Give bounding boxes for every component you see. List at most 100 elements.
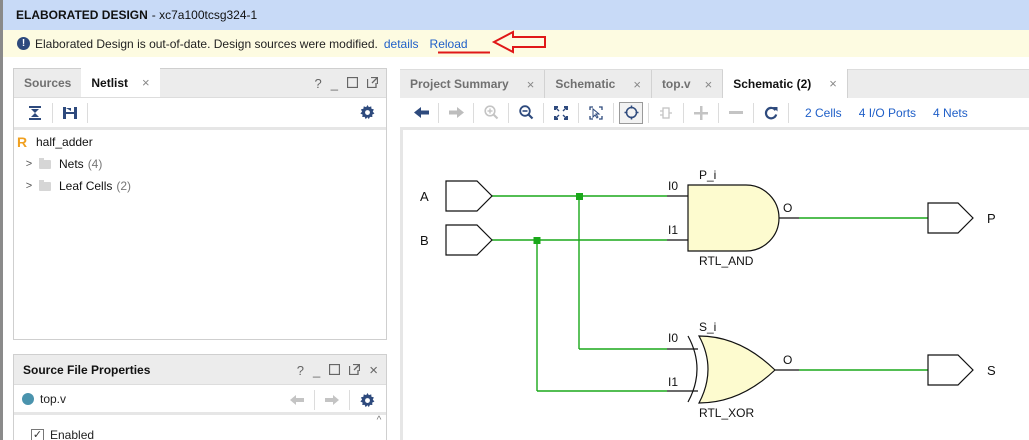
forward-button[interactable] <box>317 388 347 412</box>
io-ports-count-link[interactable]: 4 I/O Ports <box>858 105 917 120</box>
tree-item-count: (4) <box>87 157 103 171</box>
help-icon[interactable]: ? <box>314 75 322 91</box>
enabled-label: Enabled <box>50 428 95 440</box>
tree-root[interactable]: R half_adder <box>17 131 386 153</box>
netlist-panel-header: Sources Netlist × ? _ <box>14 68 386 98</box>
cells-count-link[interactable]: 2 Cells <box>805 105 842 120</box>
tree-item-leaf-cells[interactable]: > Leaf Cells (2) <box>17 175 386 197</box>
nets-count-link[interactable]: 4 Nets <box>933 105 968 120</box>
toolbar-separator <box>683 102 684 123</box>
xor-gate-s-i[interactable]: S_i I0 I1 O RTL_XOR <box>668 320 792 420</box>
input-port-b[interactable]: B <box>420 224 493 256</box>
scrollbar[interactable]: ^ <box>374 415 384 440</box>
tree-root-label: half_adder <box>36 135 93 149</box>
output-port-s[interactable]: S <box>927 354 996 386</box>
schematic-canvas[interactable]: A B P S P_i I0 I1 O RTL_AND <box>400 130 1029 440</box>
pin-label: I1 <box>668 223 678 237</box>
zoom-area-button[interactable] <box>581 101 611 125</box>
tab-schematic-2[interactable]: Schematic (2) × <box>723 69 848 98</box>
zoom-out-icon <box>518 105 533 120</box>
design-title: ELABORATED DESIGN <box>16 8 148 22</box>
tab-top-v[interactable]: top.v × <box>652 70 724 98</box>
tab-label: top.v <box>661 77 691 91</box>
tab-netlist-label: Netlist <box>91 75 129 90</box>
tab-netlist[interactable]: Netlist × <box>81 68 160 97</box>
minimize-icon[interactable]: _ <box>313 362 321 378</box>
port-label: B <box>420 233 429 248</box>
out-of-date-banner: ! Elaborated Design is out-of-date. Desi… <box>3 30 1029 57</box>
gate-type-label: RTL_AND <box>699 254 754 268</box>
close-icon[interactable]: × <box>704 76 713 92</box>
tree-item-count: (2) <box>116 179 132 193</box>
help-icon[interactable]: ? <box>296 362 304 378</box>
toolbar-separator <box>543 102 544 123</box>
netlist-toolbar <box>14 98 386 130</box>
enabled-checkbox[interactable]: ✓ <box>31 428 44 440</box>
and-gate-p-i[interactable]: P_i I0 I1 O RTL_AND <box>668 168 792 268</box>
toolbar-separator <box>349 390 350 410</box>
expand-all-button[interactable] <box>55 101 85 125</box>
port-label: A <box>420 189 429 204</box>
settings-button[interactable] <box>352 388 382 412</box>
auto-fit-toggle[interactable] <box>619 101 643 124</box>
remove-button[interactable] <box>721 101 751 125</box>
tree-item-nets[interactable]: > Nets (4) <box>17 153 386 175</box>
design-title-bar: ELABORATED DESIGN - xc7a100tcsg324-1 <box>3 0 1029 30</box>
maximize-icon[interactable] <box>346 76 359 91</box>
float-icon[interactable] <box>366 76 379 91</box>
gate-instance-label: S_i <box>699 320 716 334</box>
settings-button[interactable] <box>352 101 382 125</box>
chevron-right-icon[interactable]: > <box>25 158 33 170</box>
pin-label: I1 <box>668 375 678 389</box>
close-icon[interactable]: × <box>142 75 150 90</box>
tab-project-summary[interactable]: Project Summary × <box>400 70 546 98</box>
details-link[interactable]: details <box>383 36 419 51</box>
sfp-file-row: top.v <box>14 385 386 415</box>
toolbar-separator <box>473 102 474 123</box>
toolbar-separator <box>753 102 754 123</box>
sfp-window-controls: ? _ × <box>297 355 378 385</box>
minimize-icon[interactable]: _ <box>330 75 338 91</box>
window-edge <box>0 0 3 440</box>
port-label: S <box>987 363 996 378</box>
design-part: - xc7a100tcsg324-1 <box>151 8 258 22</box>
input-port-a[interactable]: A <box>420 180 493 212</box>
crosshair-icon <box>624 105 638 120</box>
refresh-button[interactable] <box>756 101 786 125</box>
netlist-panel: Sources Netlist × ? _ <box>13 68 387 340</box>
junction-dot <box>533 237 541 244</box>
tab-label: Schematic (2) <box>733 76 812 91</box>
expand-cell-button[interactable] <box>651 101 681 125</box>
close-icon[interactable]: × <box>829 76 837 91</box>
source-file-properties-header: Source File Properties ? _ × <box>14 355 386 385</box>
tree-item-label: Nets <box>59 157 84 171</box>
pin-label: O <box>783 353 792 367</box>
add-button[interactable] <box>686 101 716 125</box>
chevron-right-icon[interactable]: > <box>25 180 33 192</box>
toolbar-separator <box>87 102 88 123</box>
back-button[interactable] <box>406 101 436 125</box>
zoom-out-button[interactable] <box>511 101 541 125</box>
tab-sources[interactable]: Sources <box>14 69 81 97</box>
verilog-file-icon <box>22 392 34 405</box>
maximize-icon[interactable] <box>329 363 341 378</box>
back-button[interactable] <box>282 388 312 412</box>
expand-all-icon <box>63 106 77 119</box>
close-icon[interactable]: × <box>526 76 535 92</box>
scroll-up-icon[interactable]: ^ <box>376 415 382 426</box>
schematic-drawing: A B P S P_i I0 I1 O RTL_AND <box>420 168 996 420</box>
sfp-properties: ✓ Enabled ^ <box>14 415 386 440</box>
zoom-fit-button[interactable] <box>546 101 576 125</box>
toolbar-separator <box>578 102 579 123</box>
gear-icon <box>359 105 374 120</box>
close-icon[interactable]: × <box>369 361 378 379</box>
output-port-p[interactable]: P <box>927 202 996 234</box>
close-icon[interactable]: × <box>633 76 641 92</box>
collapse-all-button[interactable] <box>20 101 50 125</box>
reload-link[interactable]: Reload <box>429 36 468 51</box>
forward-button[interactable] <box>441 101 471 125</box>
float-icon[interactable] <box>349 363 361 378</box>
tab-schematic[interactable]: Schematic × <box>545 70 652 98</box>
zoom-in-button[interactable] <box>476 101 506 125</box>
